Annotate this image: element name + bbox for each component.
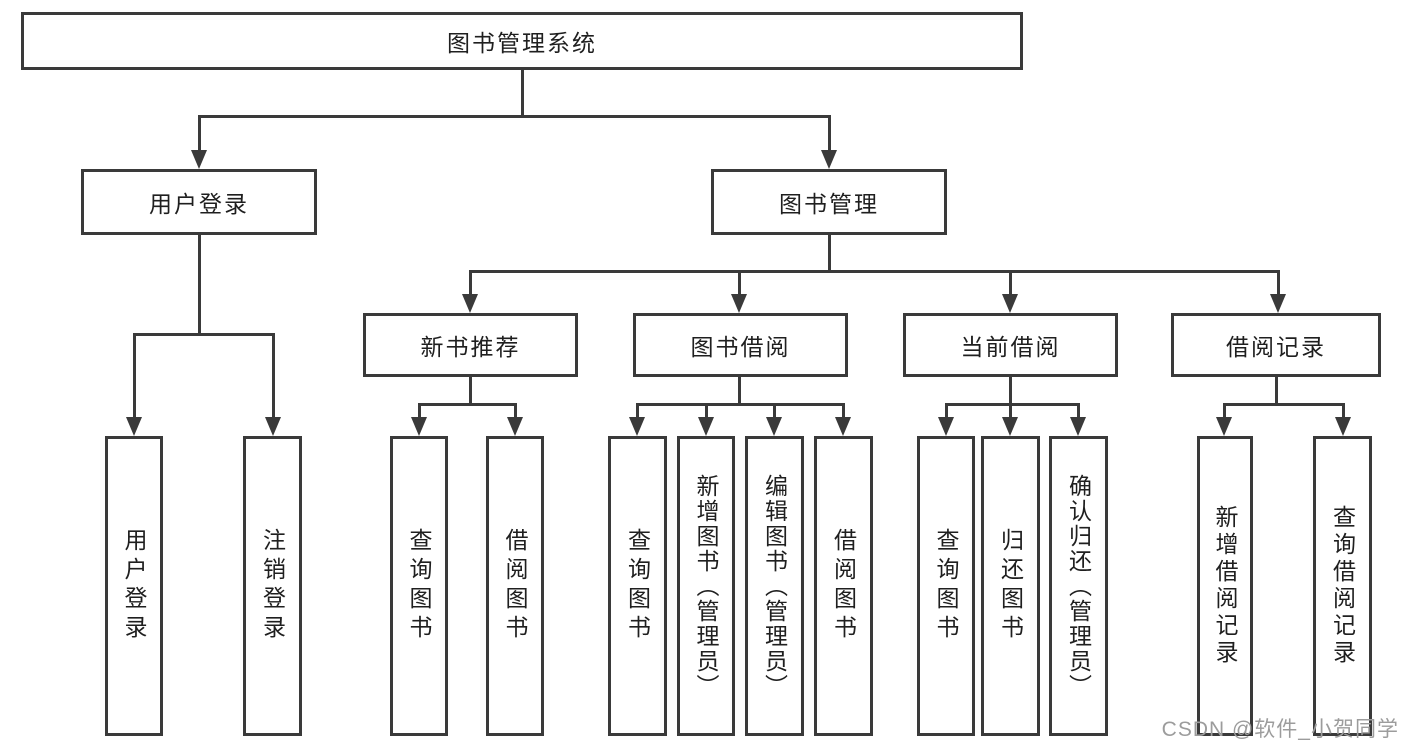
edge-line [1077, 403, 1080, 420]
arrow-down-icon [1270, 294, 1286, 313]
arrow-down-icon [507, 417, 523, 436]
edge-line [1009, 270, 1012, 297]
edge-line [945, 403, 1080, 406]
edge-line [738, 377, 741, 405]
node-new-book-recommend: 新书推荐 [363, 313, 578, 377]
arrow-down-icon [462, 294, 478, 313]
leaf-add-borrow-record: 新增借阅记录 [1197, 436, 1253, 736]
node-book-management: 图书管理 [711, 169, 947, 235]
edge-line [945, 403, 948, 420]
node-borrow-record: 借阅记录 [1171, 313, 1381, 377]
arrow-down-icon [766, 417, 782, 436]
edge-line [469, 270, 1280, 273]
edge-line [1009, 403, 1012, 420]
leaf-add-book-admin: 新增图书（管理员） [677, 436, 735, 736]
arrow-down-icon [1002, 417, 1018, 436]
edge-line [1342, 403, 1345, 420]
arrow-down-icon [191, 150, 207, 169]
arrow-down-icon [1335, 417, 1351, 436]
leaf-user-login: 用户登录 [105, 436, 163, 736]
leaf-confirm-return-admin: 确认归还（管理员） [1049, 436, 1108, 736]
arrow-down-icon [1002, 294, 1018, 313]
leaf-return-book: 归还图书 [981, 436, 1040, 736]
edge-line [469, 270, 472, 297]
edge-line [133, 333, 275, 336]
edge-line [521, 70, 524, 118]
leaf-edit-book-admin: 编辑图书（管理员） [745, 436, 804, 736]
edge-line [418, 403, 517, 406]
edge-line [1223, 403, 1226, 420]
leaf-query-book-current: 查询图书 [917, 436, 975, 736]
edge-line [1009, 377, 1012, 405]
edge-line [828, 234, 831, 272]
leaf-borrow-book: 借阅图书 [814, 436, 873, 736]
arrow-down-icon [938, 417, 954, 436]
edge-line [828, 115, 831, 153]
arrow-down-icon [698, 417, 714, 436]
arrow-down-icon [265, 417, 281, 436]
edge-line [1277, 270, 1280, 297]
edge-line [842, 403, 845, 420]
edge-line [738, 270, 741, 297]
edge-line [773, 403, 776, 420]
edge-line [272, 333, 275, 420]
arrow-down-icon [629, 417, 645, 436]
node-root: 图书管理系统 [21, 12, 1023, 70]
edge-line [636, 403, 639, 420]
arrow-down-icon [731, 294, 747, 313]
edge-line [705, 403, 708, 420]
edge-line [418, 403, 421, 420]
edge-line [514, 403, 517, 420]
edge-line [198, 115, 201, 153]
leaf-logout: 注销登录 [243, 436, 302, 736]
leaf-query-borrow-record: 查询借阅记录 [1313, 436, 1372, 736]
edge-line [636, 403, 845, 406]
arrow-down-icon [835, 417, 851, 436]
node-user-login: 用户登录 [81, 169, 317, 235]
arrow-down-icon [1070, 417, 1086, 436]
node-book-borrow: 图书借阅 [633, 313, 848, 377]
edge-line [1275, 377, 1278, 405]
leaf-borrow-book-recommend: 借阅图书 [486, 436, 544, 736]
edge-line [198, 234, 201, 335]
arrow-down-icon [1216, 417, 1232, 436]
csdn-watermark: CSDN @软件_小贺同学 [1161, 718, 1399, 741]
edge-line [198, 115, 830, 118]
arrow-down-icon [821, 150, 837, 169]
node-current-borrow: 当前借阅 [903, 313, 1118, 377]
arrow-down-icon [126, 417, 142, 436]
edge-line [133, 333, 136, 420]
leaf-query-book-recommend: 查询图书 [390, 436, 448, 736]
edge-line [1223, 403, 1344, 406]
edge-line [469, 377, 472, 405]
arrow-down-icon [411, 417, 427, 436]
leaf-query-book-borrow: 查询图书 [608, 436, 667, 736]
